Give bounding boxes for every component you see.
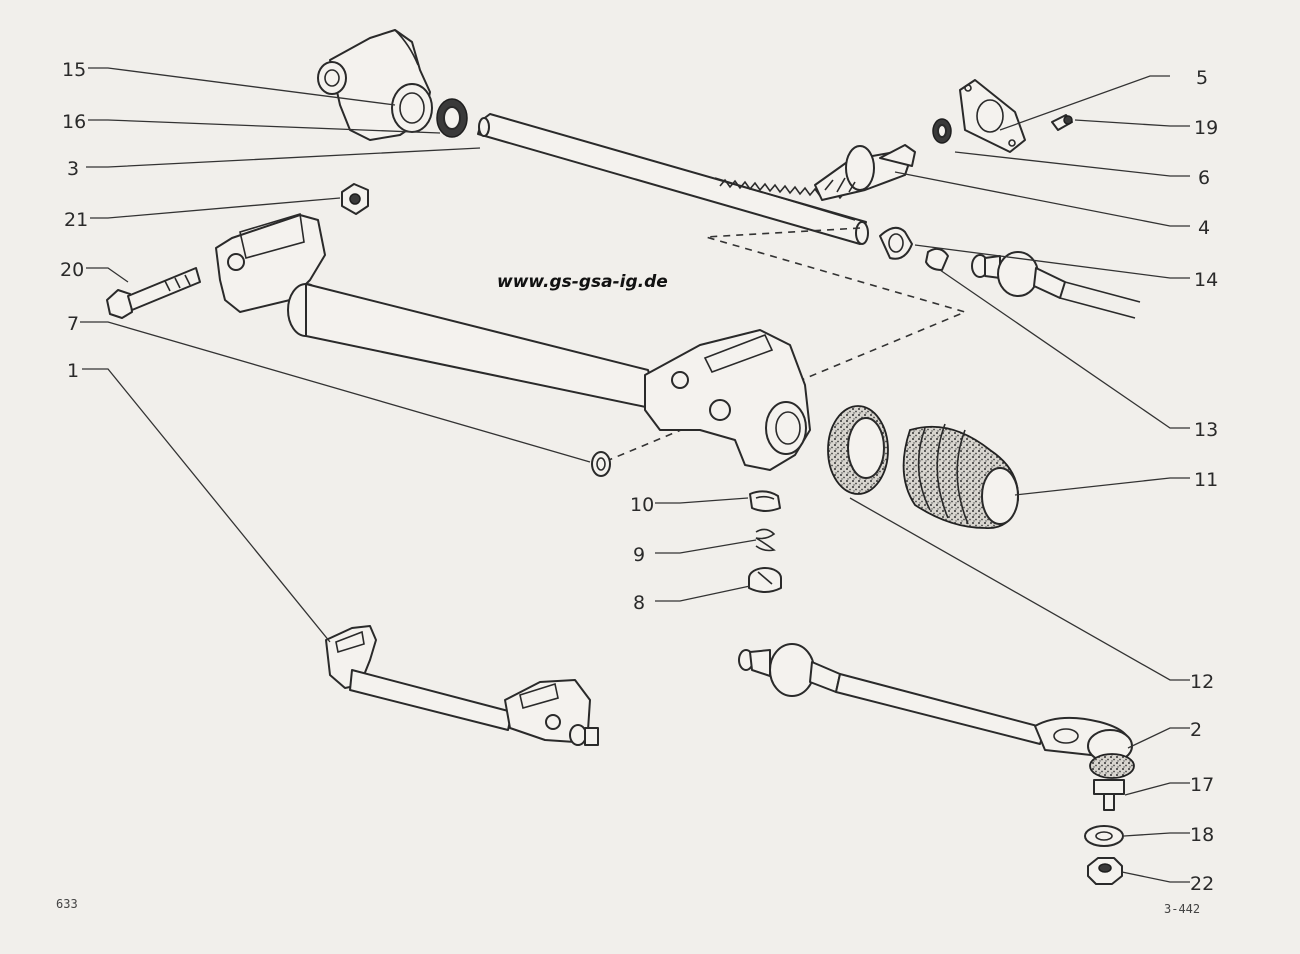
washer-part — [879, 226, 913, 260]
callout-11: 11 — [1194, 469, 1218, 491]
thrust-pad-part — [749, 490, 781, 512]
callout-8: 8 — [633, 592, 645, 614]
adjusting-plug-part — [748, 567, 782, 593]
callout-18: 18 — [1190, 824, 1214, 846]
lock-washer-part — [925, 247, 949, 271]
callout-labels: 15 16 3 21 20 7 1 5 19 6 4 14 13 11 12 2… — [60, 59, 1218, 895]
rubber-bellows-part — [902, 423, 1019, 529]
callout-22: 22 — [1190, 873, 1214, 895]
cover-plate-part — [959, 79, 1026, 153]
screw-part — [1051, 114, 1073, 131]
figure-reference: 3-442 — [1164, 902, 1200, 916]
small-seal-part — [932, 118, 952, 144]
assembly-path-line — [603, 227, 968, 463]
rack-housing-part — [215, 212, 811, 471]
steering-rack-bar-part — [477, 113, 869, 245]
callout-3: 3 — [67, 158, 79, 180]
callout-14: 14 — [1194, 269, 1218, 291]
ball-pin-part — [1093, 779, 1125, 811]
pinion-shaft-part — [814, 144, 916, 201]
website-watermark: www.gs-gsa-ig.de — [497, 272, 668, 292]
assembled-steering-rack-part — [325, 625, 599, 746]
callout-2: 2 — [1190, 719, 1202, 741]
callout-4: 4 — [1198, 217, 1210, 239]
bolt-part — [106, 267, 201, 319]
bellows-ring-part — [827, 405, 889, 495]
bush-part — [591, 451, 611, 477]
callout-21: 21 — [64, 209, 88, 231]
callout-12: 12 — [1190, 671, 1214, 693]
leader-lines — [80, 67, 1190, 883]
tie-rod-washer-part — [1084, 825, 1124, 847]
callout-17: 17 — [1190, 774, 1214, 796]
spring-part — [755, 528, 776, 552]
pinion-housing-part — [317, 29, 433, 141]
callout-5: 5 — [1196, 67, 1208, 89]
callout-10: 10 — [630, 494, 654, 516]
inner-tie-rod-part — [971, 251, 1141, 319]
tie-rod-nut-part — [1087, 857, 1123, 885]
callout-7: 7 — [67, 313, 79, 335]
nut-part — [341, 183, 369, 215]
seal-ring-part — [436, 98, 468, 138]
callout-19: 19 — [1194, 117, 1218, 139]
callout-1: 1 — [67, 360, 79, 382]
tie-rod-part — [738, 643, 1135, 779]
callout-6: 6 — [1198, 167, 1210, 189]
callout-13: 13 — [1194, 419, 1218, 441]
callout-15: 15 — [62, 59, 86, 81]
callout-20: 20 — [60, 259, 84, 281]
callout-16: 16 — [62, 111, 86, 133]
page-number: 633 — [56, 897, 78, 911]
callout-9: 9 — [633, 544, 645, 566]
